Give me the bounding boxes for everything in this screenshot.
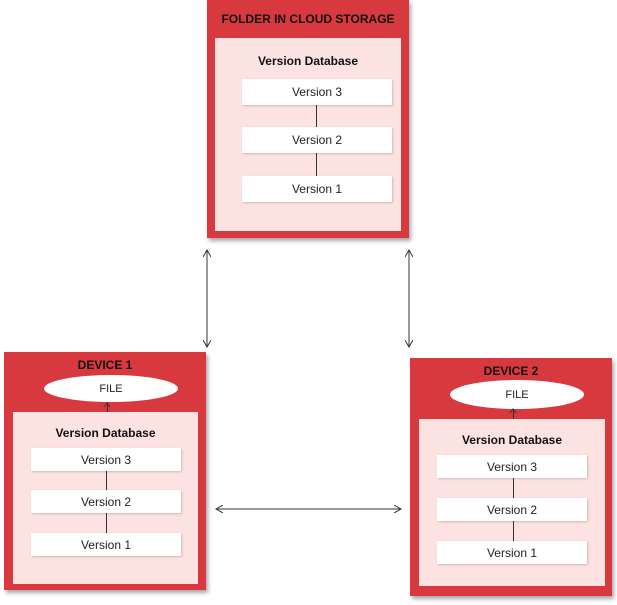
device-1-version-1: Version 1: [31, 533, 181, 556]
device-2-title: DEVICE 2: [483, 364, 539, 378]
device-2-file: FILE: [450, 380, 584, 409]
device-1-connector-3-2: [106, 471, 107, 490]
device-2-db-title: Version Database: [461, 433, 563, 447]
device-1-file-arrowhead: [103, 402, 111, 408]
cloud-folder-box: FOLDER IN CLOUD STORAGE Version Database…: [207, 0, 409, 238]
cloud-version-3: Version 3: [242, 79, 392, 105]
device-1-title: DEVICE 1: [77, 358, 133, 372]
device-1-connector-2-1: [106, 513, 107, 533]
device-2-version-3: Version 3: [437, 455, 587, 478]
device-2-version-2: Version 2: [437, 498, 587, 521]
cloud-connector-3-2: [316, 105, 317, 127]
device-2-file-arrowhead: [509, 408, 517, 414]
device-1-version-database: Version Database Version 3 Version 2 Ver…: [13, 412, 198, 584]
device-1-version-3: Version 3: [31, 448, 181, 471]
cloud-folder-title: FOLDER IN CLOUD STORAGE: [221, 12, 395, 26]
device-1-version-2: Version 2: [31, 490, 181, 513]
cloud-version-1: Version 1: [242, 176, 392, 202]
device-2-box: DEVICE 2 FILE Version Database Version 3…: [410, 358, 612, 596]
device-2-version-1: Version 1: [437, 541, 587, 564]
cloud-version-database: Version Database Version 3 Version 2 Ver…: [215, 38, 401, 231]
device-2-file-connector: [513, 409, 514, 419]
device-1-file: FILE: [44, 375, 178, 402]
cloud-connector-2-1: [316, 153, 317, 176]
device-1-file-connector: [107, 402, 108, 412]
device-2-connector-3-2: [513, 478, 514, 498]
device-2-connector-2-1: [513, 521, 514, 541]
cloud-db-title: Version Database: [257, 54, 359, 68]
cloud-version-2: Version 2: [242, 127, 392, 153]
device-1-db-title: Version Database: [55, 426, 156, 440]
device-2-version-database: Version Database Version 3 Version 2 Ver…: [419, 419, 605, 586]
device-1-box: DEVICE 1 FILE Version Database Version 3…: [4, 352, 206, 590]
